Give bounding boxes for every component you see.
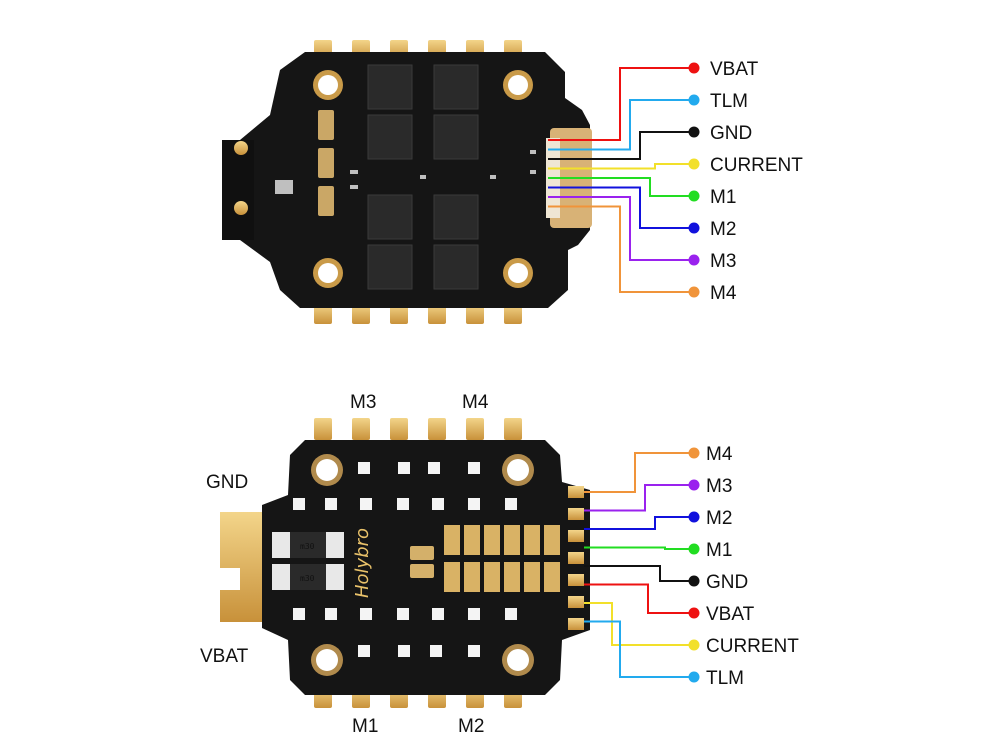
- top-wire-current: [548, 163, 694, 170]
- bottom-wire-m1: [584, 546, 694, 550]
- pad-icon: [234, 141, 248, 155]
- top-pin-dot-gnd: [688, 126, 700, 138]
- top-board-smd-parts: [275, 150, 536, 194]
- label-vbat-pad: VBAT: [200, 646, 249, 667]
- bottom-board-shunt-resistors: m30 m30: [272, 532, 344, 590]
- bottom-board-test-pads: [293, 462, 517, 657]
- top-pin-label-m2: M2: [710, 219, 736, 240]
- bottom-wire-m3: [584, 484, 694, 512]
- top-board-mount-holes: [313, 70, 533, 288]
- top-pin-label-m3: M3: [710, 251, 736, 272]
- top-pin-label-current: CURRENT: [710, 155, 803, 176]
- bottom-pin-label-m4: M4: [706, 444, 733, 465]
- top-board-chips: [367, 64, 479, 290]
- bottom-pin-label-m1: M1: [706, 540, 732, 561]
- top-esc-board: [222, 40, 592, 324]
- bottom-board-small-caps: [410, 546, 434, 578]
- top-wire-m2: [548, 186, 694, 229]
- top-board-motor-tabs-bottom: [314, 304, 522, 324]
- top-wire-m1: [548, 177, 694, 197]
- top-pin-dot-m4: [688, 286, 700, 298]
- top-board-capacitors: [318, 110, 334, 216]
- bottom-pin-label-vbat: VBAT: [706, 604, 755, 625]
- label-motor-m4: M4: [462, 392, 489, 413]
- bottom-pin-label-current: CURRENT: [706, 636, 799, 657]
- bottom-pin-dot-tlm: [688, 671, 700, 683]
- bottom-board-power-tab: [220, 512, 262, 622]
- bottom-pin-label-tlm: TLM: [706, 668, 744, 689]
- bottom-pin-label-m2: M2: [706, 508, 732, 529]
- top-pin-dot-m3: [688, 254, 700, 266]
- bottom-board-edge-pads: [568, 486, 584, 630]
- top-wire-m4: [548, 205, 694, 293]
- bottom-pin-label-gnd: GND: [706, 572, 748, 593]
- bottom-pin-dot-current: [688, 639, 700, 651]
- top-pin-label-m4: M4: [710, 283, 737, 304]
- top-pin-dot-m1: [688, 190, 700, 202]
- label-motor-m2: M2: [458, 716, 484, 737]
- top-wire-tlm: [548, 99, 694, 151]
- label-motor-m1: M1: [352, 716, 378, 737]
- top-pin-dot-m2: [688, 222, 700, 234]
- bottom-pin-dot-m3: [688, 479, 700, 491]
- bottom-board-motor-tabs-top: [314, 418, 522, 440]
- top-pin-dot-vbat: [688, 62, 700, 74]
- bottom-wire-m4: [584, 452, 694, 493]
- bottom-wire-gnd: [584, 565, 694, 582]
- top-pin-label-gnd: GND: [710, 123, 752, 144]
- top-pin-dot-current: [688, 158, 700, 170]
- bottom-wire-tlm: [584, 620, 694, 678]
- shunt-mark-1: m30: [300, 542, 315, 551]
- top-wire-vbat: [548, 67, 694, 141]
- label-gnd-pad: GND: [206, 472, 248, 493]
- bottom-board-solder-pads: [444, 525, 560, 592]
- top-wire-gnd: [548, 131, 694, 160]
- top-board-pcb: [222, 52, 590, 308]
- bottom-wire-m2: [584, 516, 694, 530]
- top-pin-label-tlm: TLM: [710, 91, 748, 112]
- shunt-mark-2: m30: [300, 574, 315, 583]
- bottom-wire-current: [584, 602, 694, 646]
- brand-logo: Holybro: [352, 528, 373, 598]
- bottom-wire-vbat: [584, 583, 694, 614]
- bottom-pin-dot-m1: [688, 543, 700, 555]
- top-wire-m3: [548, 196, 694, 261]
- top-pin-dot-tlm: [688, 94, 700, 106]
- top-pin-label-vbat: VBAT: [710, 59, 759, 80]
- bottom-pin-dot-m2: [688, 511, 700, 523]
- bottom-pin-label-m3: M3: [706, 476, 732, 497]
- top-pin-label-m1: M1: [710, 187, 736, 208]
- bottom-board-mount-holes: [311, 454, 534, 676]
- pad-icon: [234, 201, 248, 215]
- bottom-pin-dot-vbat: [688, 607, 700, 619]
- top-board-power-tab: [222, 140, 254, 240]
- label-motor-m3: M3: [350, 392, 376, 413]
- bottom-pin-dot-gnd: [688, 575, 700, 587]
- bottom-esc-board: m30 m30 Holybro: [220, 418, 590, 708]
- bottom-pin-dot-m4: [688, 447, 700, 459]
